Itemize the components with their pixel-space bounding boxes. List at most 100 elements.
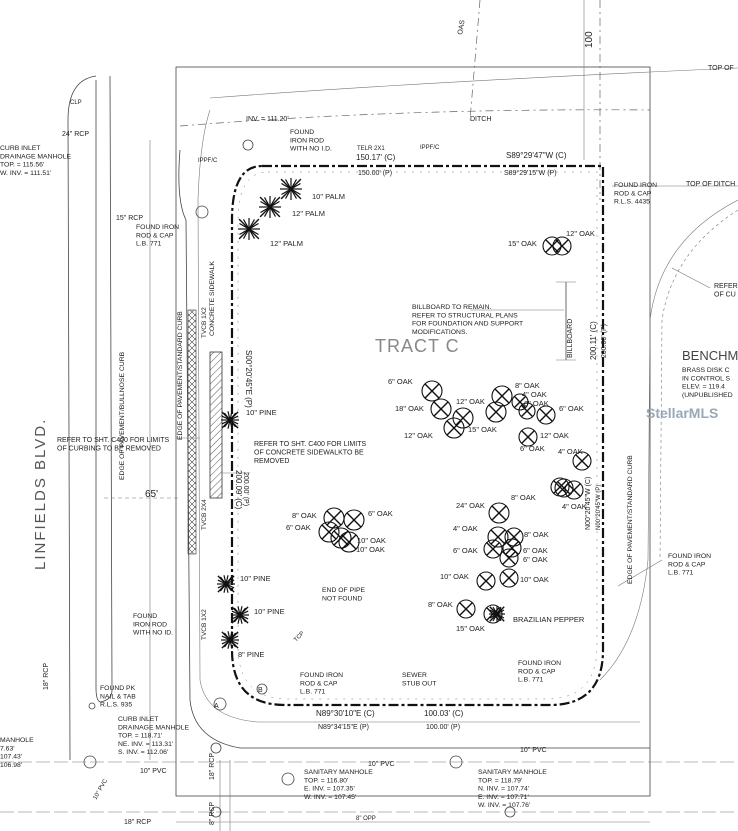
drawing-label: 100 — [584, 31, 595, 48]
drawing-label: 107.43' — [0, 754, 22, 761]
drawing-label: NE. INV. = 113.31' — [118, 741, 173, 748]
oak-tree-icon — [491, 385, 513, 407]
drawing-label: 24" RCP — [62, 131, 89, 138]
drawing-label: 6" OAK — [368, 509, 393, 518]
oak-tree-icon — [511, 393, 529, 411]
note-billboard: BILLBOARD TO REMAIN. — [412, 304, 492, 311]
drawing-label: 10" OAK — [440, 572, 469, 581]
drawing-label: 10" OAK — [520, 575, 549, 584]
drawing-label: N00°20'45"W (C) — [584, 477, 592, 530]
drawing-label: R.L.S. 4435 — [614, 199, 650, 206]
drawing-label: 12" OAK — [404, 431, 433, 440]
palm-tree-icon — [238, 218, 260, 240]
drawing-label: TVCB 2X4 — [201, 499, 208, 530]
drawing-label: 6" OAK — [559, 404, 584, 413]
drawing-label: 6" OAK — [523, 555, 548, 564]
note-refer-right: REFER — [714, 283, 738, 290]
drawing-label: N89°30'10"E (C) — [316, 709, 375, 718]
drawing-label: 10" PINE — [246, 408, 277, 417]
oak-tree-icon — [488, 502, 510, 524]
drawing-label: TELR 2X1 — [357, 146, 385, 152]
drawing-label: CURB INLET — [118, 716, 158, 723]
drawing-label: EDGE OF PAVEMENT/STANDARD CURB — [177, 311, 184, 440]
drawing-label: 200.09' (C) — [234, 470, 243, 510]
drawing-label: 10" PVC — [368, 761, 395, 768]
drawing-label: IN CONTROL S — [682, 375, 731, 382]
drawing-label: BRASS DISK C — [682, 367, 730, 374]
drawing-label: (UNPUBLISHED — [682, 392, 733, 399]
drawing-label: DRAINAGE MANHOLE — [118, 724, 189, 731]
oak-tree-icon — [452, 407, 474, 429]
drawing-label: E. INV. = 107.35' — [304, 786, 355, 793]
drawing-label: B — [258, 687, 263, 694]
drawing-label: 8" RCP — [209, 802, 216, 825]
drawing-label: 100.03' (C) — [424, 709, 464, 718]
drawing-label: 15" OAK — [468, 425, 497, 434]
note-billboard: REFER TO STRUCTURAL PLANS — [412, 312, 518, 319]
drawing-label: IRON ROD — [133, 621, 167, 628]
drawing-label: IRON ROD — [290, 137, 324, 144]
oak-tree-icon — [483, 539, 503, 559]
drawing-label: ROD & CAP — [136, 232, 174, 239]
sheet-viewport-frame — [175, 66, 651, 797]
drawing-label: 4" OAK — [522, 390, 547, 399]
drawing-label: END OF PIPE — [322, 587, 366, 594]
drawing-label: FOUND PK — [100, 685, 136, 692]
drawing-label: L.B. 771 — [136, 241, 162, 248]
drawing-label: 6" OAK — [523, 546, 548, 555]
drawing-label: L.B. 771 — [518, 677, 544, 684]
drawing-label: TVCB 1X2 — [201, 307, 208, 338]
drawing-label: 10" PINE — [240, 574, 271, 583]
drawing-label: ELEV. = 119.4 — [682, 384, 725, 391]
drawing-label: CONCRETE SIDEWALK — [209, 261, 216, 336]
drawing-label: 10" OAK — [357, 536, 386, 545]
oak-tree-icon — [499, 568, 519, 588]
note-refer-right: OF CU — [714, 292, 736, 299]
drawing-label: IPPF/C — [198, 158, 218, 164]
drawing-label: TOP OF — [708, 65, 734, 72]
drawing-label: 12" OAK — [456, 397, 485, 406]
drawing-label: W. INV. = 107.76' — [478, 802, 530, 809]
drawing-label: 8" OAK — [524, 530, 549, 539]
drawing-label: WITH NO I.D. — [290, 146, 332, 153]
drawing-label: 4" OAK — [562, 502, 587, 511]
pepper-tree-icon — [489, 606, 505, 622]
drawing-label: 15" OAK — [508, 239, 537, 248]
tree-symbols — [217, 178, 592, 649]
drawing-label: 18" RCP — [43, 663, 50, 690]
drawing-label: 12" OAK — [566, 229, 595, 238]
drawing-label: TOP. = 116.80' — [304, 777, 348, 784]
drawing-label: OAS — [457, 19, 467, 35]
palm-tree-icon — [259, 196, 281, 218]
pine-tree-icon — [231, 606, 249, 624]
oak-tree-icon — [338, 531, 360, 553]
drawing-label: 10" PINE — [254, 607, 285, 616]
property-boundary — [230, 164, 605, 707]
drawing-label: EDGE OF PAVEMENT/STANDARD CURB — [627, 455, 634, 584]
drawing-label: 7.63' — [0, 745, 15, 752]
oak-tree-icon — [499, 548, 519, 568]
oak-tree-icon — [430, 398, 452, 420]
drawing-label: 15" RCP — [116, 215, 143, 222]
drawing-label: 10" PALM — [312, 192, 345, 201]
drawing-label: CLP — [70, 100, 82, 106]
drawing-label: DRAINAGE MANHOLE — [0, 153, 71, 160]
drawing-label: FOUND IRON — [668, 553, 711, 560]
street-name: LINFIELDS BLVD. — [32, 418, 49, 570]
note-sidewalk: REFER TO SHT. C400 FOR LIMITS — [254, 441, 366, 448]
drawing-label: 6" OAK — [520, 444, 545, 453]
drawing-label: NOT FOUND — [322, 595, 362, 602]
drawing-label: TVCB 1X2 — [201, 609, 208, 640]
drawing-label: IPPF/C — [420, 145, 440, 151]
curb-inlet-manhole-bottom — [213, 697, 227, 711]
drawing-label: N. INV. = 107.74' — [478, 786, 529, 793]
drawing-label: S89°29'47"W (C) — [506, 151, 567, 160]
oak-tree-icon — [485, 401, 507, 423]
pine-tree-icon — [221, 411, 239, 429]
drawing-label: 4" OAK — [558, 447, 583, 456]
drawing-label: 8" OAK — [292, 511, 317, 520]
oak-tree-icon — [330, 527, 352, 549]
oak-tree-icon — [323, 507, 345, 529]
drawing-label: SANITARY MANHOLE — [304, 769, 373, 776]
